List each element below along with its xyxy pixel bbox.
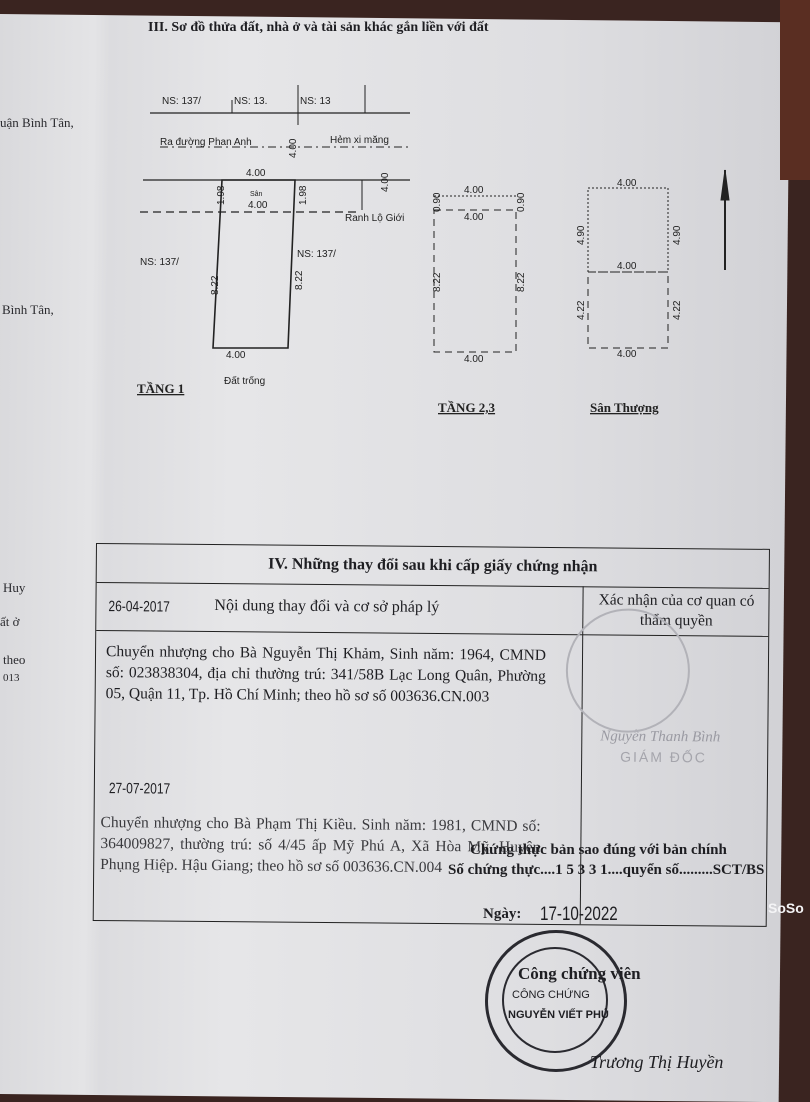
yard-label: Sân [250, 191, 263, 198]
certification-date: 17-10-2022 [540, 904, 618, 925]
dim-front: 1.98 [216, 185, 227, 205]
floor1-label: TẦNG 1 [137, 381, 184, 396]
neighbor-left-label: NS: 137/ [140, 257, 179, 268]
empty-land-label: Đất trống [224, 375, 265, 387]
neighbor-label: NS: 137/ [162, 96, 201, 107]
dim-width: 4.00 [464, 354, 484, 365]
watermark-logo: SoSo [768, 900, 804, 916]
margin-fragment: ất ở [0, 614, 20, 629]
background-edge [780, 0, 810, 180]
certification-date-label: Ngày: [483, 906, 522, 922]
dim-width: 4.00 [248, 200, 268, 211]
dim-width: 4.00 [464, 185, 484, 196]
dim-depth: 8.22 [210, 275, 221, 295]
margin-fragment: theo [3, 652, 26, 667]
dim-width: 4.00 [617, 178, 637, 189]
entry-text: Chuyển nhượng cho Bà Nguyễn Thị Khảm, Si… [105, 643, 547, 706]
dim-depth: 8.22 [294, 270, 305, 290]
margin-fragment: uận Bình Tân, [0, 115, 74, 130]
notary-stamp: CÔNG CHỨNG NGUYỄN VIẾT PHÚ [485, 930, 627, 1072]
boundary-label: Ranh Lộ Giới [345, 213, 404, 224]
dim-width: 4.00 [617, 261, 637, 272]
alley-label: Hẻm xi măng [330, 135, 389, 146]
dim-width: 4.00 [226, 350, 246, 361]
dim-depth: 8.22 [516, 272, 527, 292]
dim-width: 4.00 [246, 168, 266, 179]
dim-width: 4.00 [617, 349, 637, 360]
land-plot-diagram: NS: 137/ NS: 13. NS: 13 Ra đường Phan An… [137, 85, 730, 415]
road-label: Ra đường Phan Anh [160, 137, 252, 148]
notary-signature: Trương Thị Huyền [590, 1052, 724, 1072]
certification-line: Chứng thực bản sao đúng với bản chính [470, 842, 727, 858]
neighbor-label: NS: 13. [234, 96, 267, 107]
margin-fragment: Bình Tân, [2, 302, 54, 317]
dim-roof-back: 4.22 [576, 300, 587, 320]
dim-roof-back: 4.22 [672, 300, 683, 320]
dim-alley: 4.00 [380, 172, 391, 192]
neighbor-label: NS: 13 [300, 96, 331, 107]
roof-label: Sân Thượng [590, 400, 659, 415]
dim-setback: 0.90 [516, 192, 527, 212]
margin-fragment: Huy [3, 580, 26, 595]
section3-title: III. Sơ đồ thửa đất, nhà ở và tài sản kh… [148, 20, 489, 35]
dim-roof-front: 4.90 [576, 225, 587, 245]
margin-fragment: 013 [3, 672, 20, 684]
col1-header: Nội dung thay đổi và cơ sở pháp lý [214, 597, 440, 616]
official-role: GIÁM ĐỐC [620, 748, 708, 766]
notary-title: Công chứng viên [518, 964, 641, 983]
dim-alley: 4.00 [288, 138, 299, 158]
entry-date: 27-07-2017 [108, 780, 171, 798]
neighbor-right-label: NS: 137/ [297, 249, 336, 260]
official-stamp [565, 608, 691, 734]
stamp-inner-name: NGUYỄN VIẾT PHÚ [508, 1009, 609, 1021]
certification-number: Số chứng thực....1 5 3 3 1....quyển số..… [448, 862, 765, 878]
dim-depth: 8.22 [432, 272, 443, 292]
stamp-inner-text: CÔNG CHỨNG [512, 989, 590, 1001]
floor23-label: TẦNG 2,3 [438, 400, 496, 415]
dim-front: 1.98 [298, 185, 309, 205]
dim-setback: 0.90 [432, 192, 443, 212]
dim-width: 4.00 [464, 212, 484, 223]
dim-roof-front: 4.90 [672, 225, 683, 245]
entry-date: 26-04-2017 [108, 598, 170, 616]
